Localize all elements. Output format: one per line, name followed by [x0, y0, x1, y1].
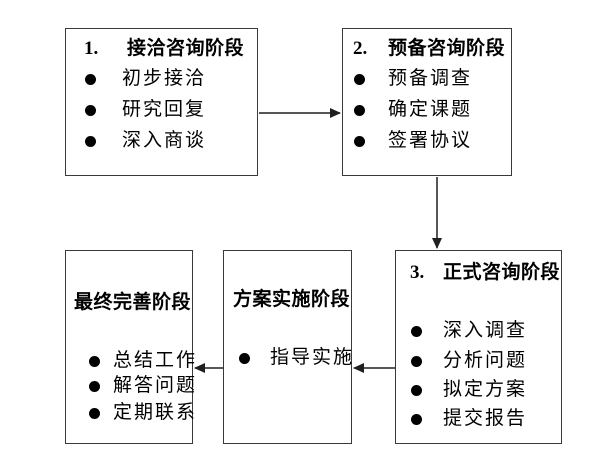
list-item-label: 分析问题 — [443, 350, 528, 371]
stage-title: 最终完善阶段 — [74, 292, 192, 313]
list-item: 定期联系 — [66, 401, 195, 425]
list-item: 研究回复 — [66, 98, 257, 122]
stage-title-row: 方案实施阶段 — [224, 288, 351, 312]
bullet-icon — [354, 74, 365, 85]
bullet-icon — [89, 381, 100, 392]
stage-box-1-contact-consulting: 1. 接洽咨询阶段 初步接洽 研究回复 深入商谈 — [65, 28, 258, 176]
stage-box-3-formal-consulting: 3. 正式咨询阶段 深入调查 分析问题 拟定方案 提交报告 — [395, 250, 562, 444]
bullet-icon — [354, 105, 365, 116]
stage-title: 预备咨询阶段 — [388, 38, 506, 59]
stage-box-2-preparation-consulting: 2. 预备咨询阶段 预备调查 确定课题 签署协议 — [342, 28, 512, 176]
list-item: 确定课题 — [343, 98, 511, 122]
list-item-label: 定期联系 — [113, 402, 198, 423]
list-item: 初步接洽 — [66, 67, 257, 91]
list-item-label: 深入商谈 — [122, 130, 207, 151]
stage-number: 1. — [84, 38, 99, 59]
bullet-icon — [85, 105, 96, 116]
stage-box-4-plan-implementation: 方案实施阶段 指导实施 — [223, 250, 352, 444]
stage-number: 3. — [410, 262, 425, 283]
list-item-label: 拟定方案 — [443, 379, 528, 400]
stage-number: 2. — [353, 38, 368, 59]
stage-title-row: 最终完善阶段 — [66, 291, 192, 315]
list-item: 拟定方案 — [396, 378, 561, 402]
list-item-label: 解答问题 — [113, 375, 198, 396]
stage-title: 方案实施阶段 — [233, 289, 351, 310]
list-item-label: 初步接洽 — [122, 68, 207, 89]
bullet-icon — [411, 385, 422, 396]
list-item: 分析问题 — [396, 349, 561, 373]
list-item-label: 签署协议 — [388, 130, 473, 151]
stage-title-row: 2. 预备咨询阶段 — [343, 37, 511, 61]
bullet-icon — [354, 136, 365, 147]
list-item: 签署协议 — [343, 129, 511, 153]
list-item: 预备调查 — [343, 67, 511, 91]
bullet-icon — [85, 74, 96, 85]
list-item-label: 指导实施 — [270, 347, 355, 368]
stage-title: 正式咨询阶段 — [443, 262, 561, 283]
list-item: 提交报告 — [396, 407, 561, 431]
list-item: 总结工作 — [66, 349, 195, 373]
list-item-label: 预备调查 — [388, 68, 473, 89]
list-item-label: 总结工作 — [113, 350, 198, 371]
list-item: 深入调查 — [396, 319, 561, 343]
stage-box-5-final-improvement: 最终完善阶段 总结工作 解答问题 定期联系 — [65, 250, 195, 444]
list-item-label: 研究回复 — [122, 99, 207, 120]
list-item: 解答问题 — [66, 374, 195, 398]
bullet-icon — [239, 353, 250, 364]
stage-title: 接洽咨询阶段 — [127, 38, 245, 59]
bullet-icon — [411, 326, 422, 337]
stage-title-row: 3. 正式咨询阶段 — [396, 261, 561, 285]
list-item-label: 提交报告 — [443, 408, 528, 429]
bullet-icon — [89, 356, 100, 367]
stage-title-row: 1. 接洽咨询阶段 — [66, 37, 257, 61]
list-item: 指导实施 — [224, 346, 355, 370]
list-item: 深入商谈 — [66, 129, 257, 153]
bullet-icon — [89, 408, 100, 419]
bullet-icon — [411, 356, 422, 367]
bullet-icon — [85, 136, 96, 147]
list-item-label: 深入调查 — [443, 320, 528, 341]
bullet-icon — [411, 414, 422, 425]
list-item-label: 确定课题 — [388, 99, 473, 120]
